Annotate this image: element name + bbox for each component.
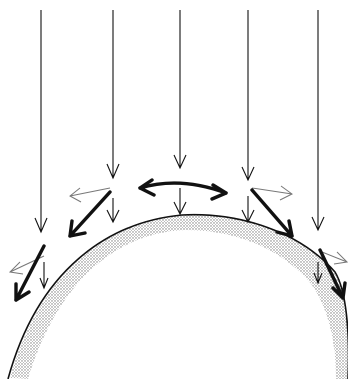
vertical-arrow-1 bbox=[35, 10, 47, 232]
bold-arrow-left-2 bbox=[70, 192, 110, 236]
vertical-arrow-2 bbox=[107, 10, 119, 222]
top-double-headed-arrow bbox=[140, 180, 226, 199]
shaded-surface-band bbox=[10, 215, 348, 379]
vertical-arrow-5 bbox=[312, 10, 324, 283]
bold-arrow-left-1 bbox=[16, 246, 44, 300]
vertical-arrow-6 bbox=[40, 262, 48, 288]
